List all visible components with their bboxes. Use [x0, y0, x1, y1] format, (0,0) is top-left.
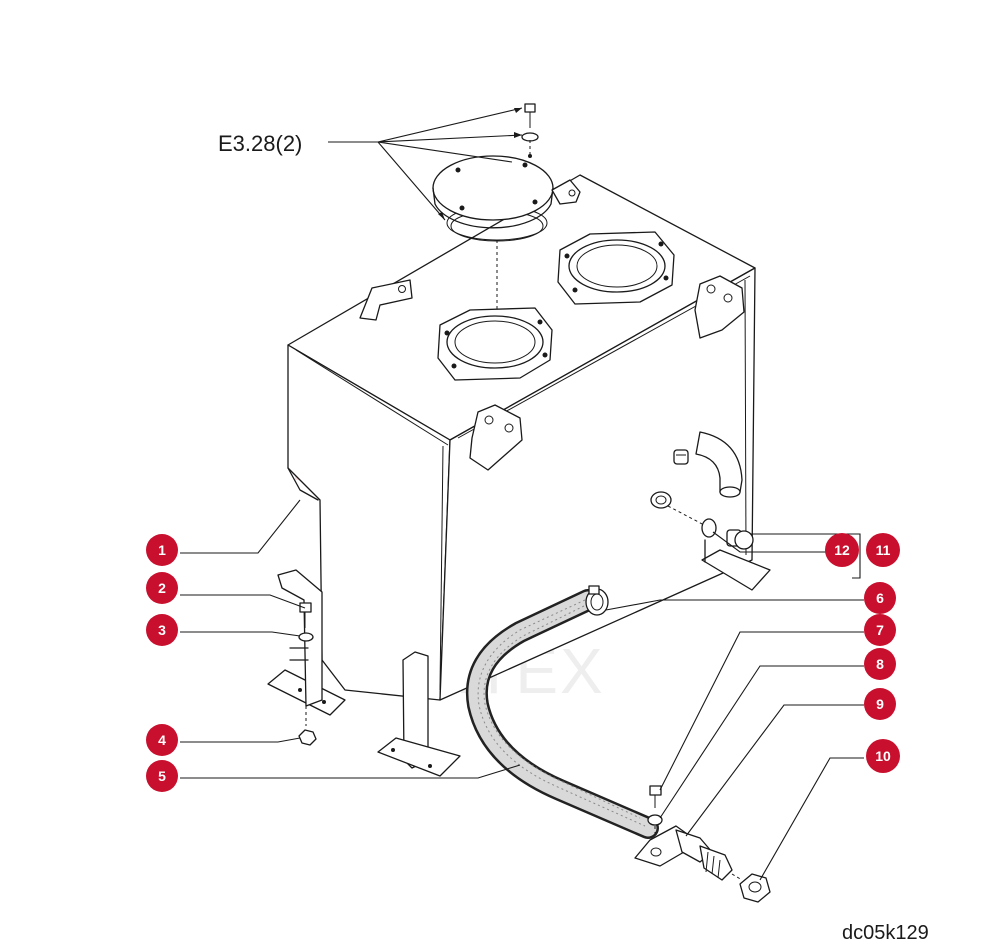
callout-3[interactable]: 3	[146, 614, 178, 646]
lifting-bracket-top-left	[359, 279, 413, 321]
callout-3-marker	[146, 614, 178, 646]
part-10-cap-nut	[739, 873, 771, 903]
top-flange-right	[557, 231, 675, 305]
tank-front-face	[439, 267, 756, 701]
callout-1[interactable]: 1	[146, 534, 178, 566]
callout-6[interactable]: 6	[864, 582, 896, 614]
callout-10-marker	[866, 739, 900, 773]
front-support-leg	[377, 651, 461, 777]
part-7-bolt	[649, 785, 662, 808]
drawing-code: dc05k129	[842, 922, 929, 944]
svg-text:9: 9	[876, 696, 884, 712]
part-9-bracket-fitting	[634, 825, 733, 881]
callout-5-marker	[146, 760, 178, 792]
cover-washer	[521, 132, 539, 142]
svg-text:4: 4	[158, 732, 166, 748]
callout-11-marker	[866, 533, 900, 567]
callouts: 1 2 3 4 5 6 7 8	[146, 533, 900, 792]
part-5-suction-hose	[465, 589, 659, 839]
inspection-cover	[432, 155, 554, 221]
inspection-cover-assembly	[432, 103, 554, 310]
part-3-washer	[298, 632, 314, 642]
part-8-washer	[647, 814, 663, 826]
callout-8-marker	[864, 648, 896, 680]
elbow-fitting	[695, 431, 743, 498]
part-4-nut	[298, 729, 317, 746]
callout-7[interactable]: 7	[864, 614, 896, 646]
callout-12[interactable]: 12	[825, 533, 859, 567]
callout-8[interactable]: 8	[864, 648, 896, 680]
svg-text:10: 10	[875, 748, 891, 764]
callout-5[interactable]: 5	[146, 760, 178, 792]
callout-4-marker	[146, 724, 178, 756]
callout-11[interactable]: 11	[866, 533, 900, 567]
part-6-hose-clamp	[585, 585, 609, 616]
part-11-drain-plug	[726, 529, 754, 550]
callout-10[interactable]: 10	[866, 739, 900, 773]
port-fitting	[650, 491, 672, 509]
callout-9-marker	[864, 688, 896, 720]
svg-text:1: 1	[158, 542, 166, 558]
callout-2[interactable]: 2	[146, 572, 178, 604]
svg-text:2: 2	[158, 580, 166, 596]
svg-text:6: 6	[876, 590, 884, 606]
reference-label: E3.28(2)	[218, 131, 302, 156]
lifting-bracket-top-right	[551, 179, 581, 205]
front-right-foot	[701, 549, 771, 591]
svg-text:8: 8	[876, 656, 884, 672]
callout-6-marker	[864, 582, 896, 614]
callout-2-marker	[146, 572, 178, 604]
callout-12-marker	[825, 533, 859, 567]
top-flange-left	[437, 307, 553, 381]
callout-1-marker	[146, 534, 178, 566]
leader-lines	[180, 107, 864, 881]
svg-text:11: 11	[876, 542, 891, 558]
svg-text:7: 7	[876, 622, 884, 638]
mounting-bracket-front	[469, 404, 523, 471]
callout-4[interactable]: 4	[146, 724, 178, 756]
cover-bolt	[524, 103, 536, 128]
plug-fitting-upper	[673, 449, 689, 465]
callout-9[interactable]: 9	[864, 688, 896, 720]
svg-text:5: 5	[158, 768, 166, 784]
callout-7-marker	[864, 614, 896, 646]
svg-text:12: 12	[834, 542, 850, 558]
part-2-bolt	[299, 602, 312, 628]
part-12-seal-ring	[701, 518, 717, 538]
mounting-bracket-right	[694, 275, 745, 339]
svg-text:3: 3	[158, 622, 166, 638]
